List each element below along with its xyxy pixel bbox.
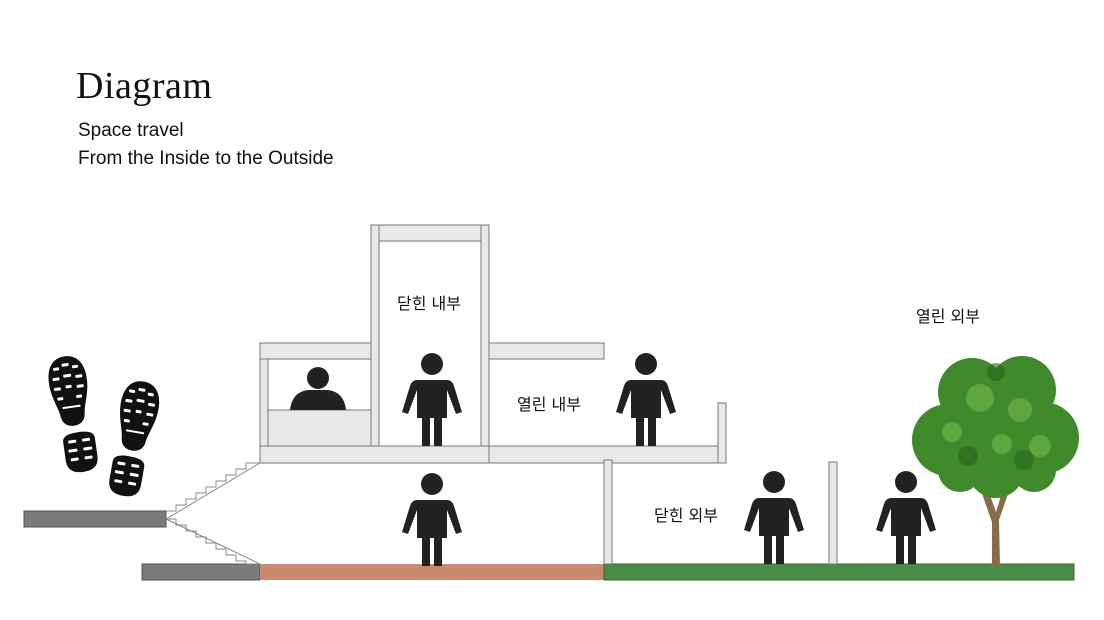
tree-icon (912, 356, 1079, 566)
subtitle-line-2: From the Inside to the Outside (78, 148, 334, 169)
shoe-prints-icon (45, 353, 163, 499)
entry-slab (23, 510, 167, 528)
label-closed-interior: 닫힌 내부 (397, 294, 461, 313)
person-seated-icon (290, 367, 346, 410)
subtitle-line-1: Space travel (78, 120, 184, 141)
person-icon (402, 353, 462, 446)
grass-ground (603, 563, 1075, 581)
lower-slab (141, 563, 261, 581)
person-icon (876, 471, 936, 564)
staircase (165, 462, 261, 565)
person-icon (402, 473, 462, 566)
person-icon (616, 353, 676, 446)
person-icon (744, 471, 804, 564)
label-open-interior: 열린 내부 (517, 395, 581, 414)
label-closed-exterior: 닫힌 외부 (654, 506, 718, 525)
terracotta-floor (260, 564, 606, 580)
label-open-exterior: 열린 외부 (916, 307, 980, 326)
building-section (259, 224, 838, 565)
page-title: Diagram (76, 65, 213, 107)
